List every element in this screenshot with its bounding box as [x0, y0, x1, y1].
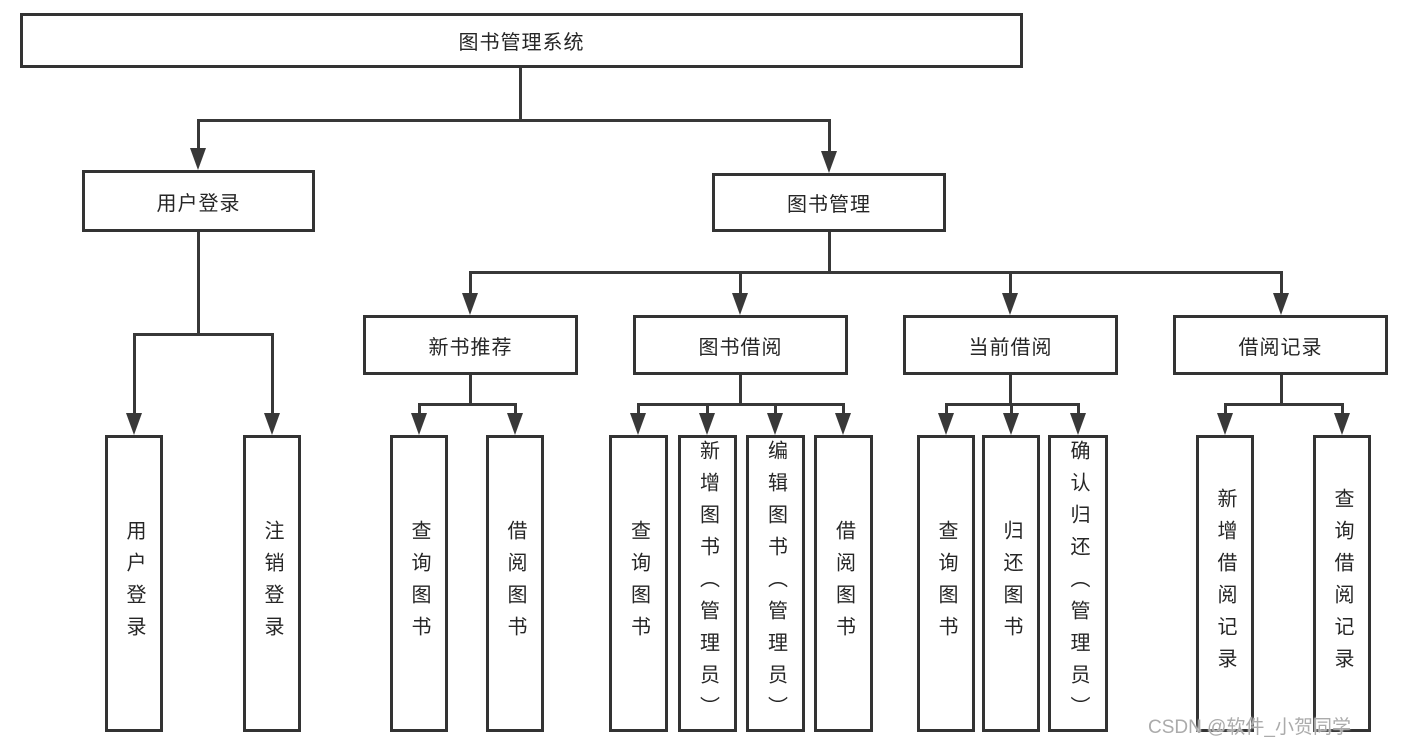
leaf-current-confirm: 确认归还（管理员） — [1048, 435, 1108, 732]
arrowhead-nb1 — [411, 413, 427, 435]
connector-records-stem — [1280, 375, 1283, 406]
connector-root-stem — [519, 68, 522, 121]
connector-records-rail — [1224, 403, 1344, 406]
arrowhead-b4 — [835, 413, 851, 435]
node-book-mgmt: 图书管理 — [712, 173, 946, 232]
leaf-newbooks-borrow-label: 借阅图书 — [504, 519, 526, 648]
node-borrowing-label: 图书借阅 — [698, 336, 783, 359]
connector-drop-b2 — [706, 403, 709, 417]
arrowhead-b2 — [699, 413, 715, 435]
node-new-books: 新书推荐 — [363, 315, 578, 375]
arrowhead-b1 — [630, 413, 646, 435]
arrowhead-c3 — [1070, 413, 1086, 435]
connector-drop-b4 — [842, 403, 845, 417]
leaf-borrowing-add-label: 新增图书（管理员） — [696, 439, 719, 728]
node-borrowing: 图书借阅 — [633, 315, 848, 375]
arrowhead-b3 — [767, 413, 783, 435]
leaf-current-return: 归还图书 — [982, 435, 1040, 732]
leaf-logout-label: 注销登录 — [261, 519, 283, 648]
node-current: 当前借阅 — [903, 315, 1118, 375]
leaf-records-query: 查询借阅记录 — [1313, 435, 1371, 732]
connector-borrowing-rail — [637, 403, 845, 406]
connector-drop-nb2 — [514, 403, 517, 417]
node-new-books-label: 新书推荐 — [428, 336, 513, 359]
arrowhead-records — [1273, 293, 1289, 315]
arrowhead-leaf-login — [126, 413, 142, 435]
leaf-user-login-label: 用户登录 — [123, 519, 145, 648]
leaf-current-confirm-label: 确认归还（管理员） — [1067, 439, 1089, 728]
leaf-records-add-label: 新增借阅记录 — [1214, 487, 1236, 680]
node-root: 图书管理系统 — [20, 13, 1023, 68]
connector-drop-borrowing — [739, 271, 742, 297]
connector-drop-new-books — [469, 271, 472, 297]
leaf-borrowing-query-label: 查询图书 — [627, 519, 650, 648]
leaf-borrowing-edit: 编辑图书（管理员） — [746, 435, 805, 732]
arrowhead-c2 — [1003, 413, 1019, 435]
arrowhead-book-mgmt — [821, 151, 837, 173]
leaf-user-login: 用户登录 — [105, 435, 163, 732]
arrowhead-new-books — [462, 293, 478, 315]
connector-newbooks-rail — [418, 403, 517, 406]
arrowhead-c1 — [938, 413, 954, 435]
leaf-borrowing-query: 查询图书 — [609, 435, 668, 732]
connector-drop-current — [1009, 271, 1012, 297]
node-book-mgmt-label: 图书管理 — [787, 194, 871, 216]
node-current-label: 当前借阅 — [968, 336, 1053, 359]
connector-drop-leaf-logout — [271, 333, 274, 415]
connector-drop-records — [1280, 271, 1283, 297]
connector-drop-leaf-login — [133, 333, 136, 415]
connector-borrowing-stem — [739, 375, 742, 406]
leaf-borrowing-borrow-label: 借阅图书 — [832, 519, 855, 648]
connector-drop-r2 — [1341, 403, 1344, 417]
leaf-logout: 注销登录 — [243, 435, 301, 732]
connector-bookmgmt-stem — [828, 232, 831, 273]
leaf-current-return-label: 归还图书 — [1000, 519, 1022, 648]
connector-drop-c1 — [945, 403, 948, 417]
arrowhead-nb2 — [507, 413, 523, 435]
connector-newbooks-stem — [469, 375, 472, 406]
connector-drop-nb1 — [418, 403, 421, 417]
node-records-label: 借阅记录 — [1238, 336, 1323, 359]
node-records: 借阅记录 — [1173, 315, 1388, 375]
csdn-watermark: CSDN @软件_小贺同学 — [1148, 717, 1351, 738]
connector-drop-c2 — [1010, 403, 1013, 417]
connector-drop-user-login — [197, 119, 200, 150]
connector-userlogin-rail — [133, 333, 274, 336]
leaf-borrowing-edit-label: 编辑图书（管理员） — [764, 439, 787, 728]
connector-current-stem — [1009, 375, 1012, 406]
leaf-current-query: 查询图书 — [917, 435, 975, 732]
node-root-label: 图书管理系统 — [458, 32, 585, 54]
connector-drop-b3 — [774, 403, 777, 417]
connector-root-rail — [197, 119, 831, 122]
leaf-borrowing-borrow: 借阅图书 — [814, 435, 873, 732]
node-user-login: 用户登录 — [82, 170, 315, 232]
connector-drop-c3 — [1077, 403, 1080, 417]
node-user-login-label: 用户登录 — [156, 192, 241, 215]
connector-drop-r1 — [1224, 403, 1227, 417]
leaf-current-query-label: 查询图书 — [935, 519, 957, 648]
leaf-newbooks-borrow: 借阅图书 — [486, 435, 544, 732]
arrowhead-borrowing — [732, 293, 748, 315]
arrowhead-r1 — [1217, 413, 1233, 435]
leaf-records-query-label: 查询借阅记录 — [1331, 487, 1353, 680]
arrowhead-r2 — [1334, 413, 1350, 435]
leaf-records-add: 新增借阅记录 — [1196, 435, 1254, 732]
leaf-borrowing-add: 新增图书（管理员） — [678, 435, 737, 732]
connector-bookmgmt-rail — [469, 271, 1282, 274]
connector-drop-b1 — [637, 403, 640, 417]
connector-drop-book-mgmt — [828, 119, 831, 153]
arrowhead-leaf-logout — [264, 413, 280, 435]
arrowhead-user-login — [190, 148, 206, 170]
leaf-newbooks-query: 查询图书 — [390, 435, 448, 732]
arrowhead-current — [1002, 293, 1018, 315]
connector-userlogin-stem — [197, 232, 200, 336]
leaf-newbooks-query-label: 查询图书 — [408, 519, 430, 648]
